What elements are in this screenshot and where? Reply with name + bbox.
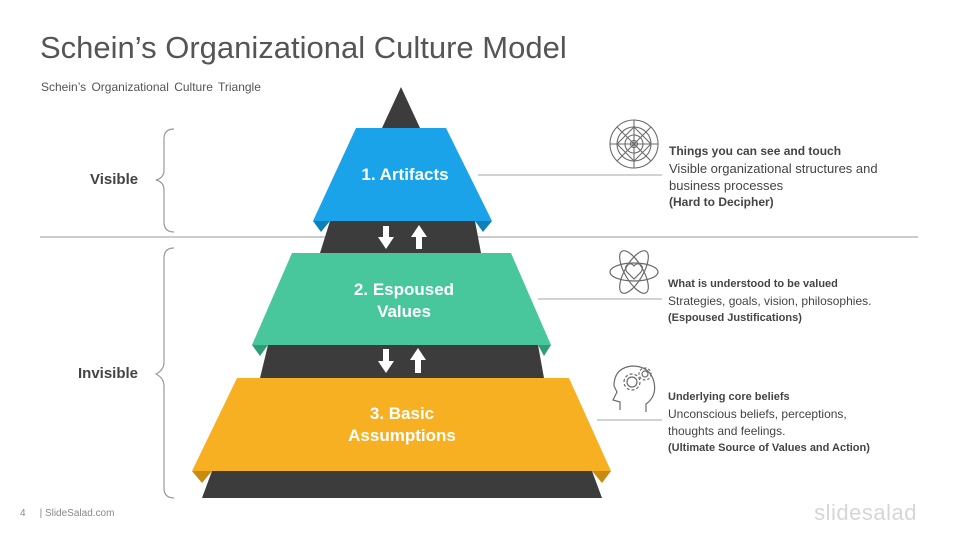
page-number: 4 <box>20 508 26 519</box>
basic-assumptions-description-note: (Ultimate Source of Values and Action) <box>668 442 870 454</box>
artifacts-description: Things you can see and touch Visible org… <box>669 143 919 211</box>
slide-title: Schein’s Organizational Culture Model <box>40 30 567 65</box>
artifacts-description-heading: Things you can see and touch <box>669 144 842 158</box>
artifacts-level-shape <box>313 128 492 221</box>
artifacts-description-body: Visible organizational structures and bu… <box>669 161 878 193</box>
espoused-values-description-note: (Espoused Justifications) <box>668 312 802 324</box>
brand-logo: slidesalad <box>814 500 917 525</box>
espoused-values-label-line2: Values <box>377 302 431 321</box>
down-arrow-icon <box>378 349 394 373</box>
visible-label: Visible <box>90 171 139 188</box>
espoused-values-label-line1: 2. Espoused <box>354 280 454 299</box>
head-gear-icon <box>612 365 656 412</box>
artifacts-level-label: 1. Artifacts <box>361 165 448 184</box>
basic-assumptions-level-shadow-right <box>592 471 611 483</box>
basic-assumptions-description: Underlying core beliefs Unconscious beli… <box>668 389 873 457</box>
footer-website: | SlideSalad.com <box>39 508 115 519</box>
up-arrow-icon <box>411 225 427 249</box>
atom-heart-icon <box>609 250 659 294</box>
slide-subtitle: Schein’s Organizational Culture Triangle <box>41 80 261 94</box>
pyramid-level-basic-assumptions: 3. Basic Assumptions <box>192 378 611 483</box>
pyramid-apex <box>382 87 420 128</box>
basic-assumptions-description-heading: Underlying core beliefs <box>668 391 790 403</box>
pyramid-base <box>202 471 602 498</box>
arrows-artifacts-values <box>378 225 427 249</box>
basic-assumptions-label-line1: 3. Basic <box>370 404 434 423</box>
down-arrow-icon <box>378 226 394 249</box>
mandala-icon <box>609 119 659 169</box>
visible-brace <box>155 128 175 233</box>
espoused-values-level-shadow-right <box>538 345 551 356</box>
espoused-values-description-body: Strategies, goals, vision, philosophies. <box>668 294 872 308</box>
slide-footer: 4 | SlideSalad.com <box>20 508 114 519</box>
artifacts-level-shadow <box>313 221 330 232</box>
espoused-values-level-shape <box>252 253 551 345</box>
pyramid-band-1 <box>320 221 481 253</box>
pyramid-level-artifacts: 1. Artifacts <box>313 128 492 232</box>
espoused-values-description: What is understood to be valued Strategi… <box>668 276 918 327</box>
pyramid-level-espoused-values: 2. Espoused Values <box>252 253 551 356</box>
basic-assumptions-level-shadow <box>192 471 212 483</box>
basic-assumptions-label-line2: Assumptions <box>348 426 456 445</box>
espoused-values-description-heading: What is understood to be valued <box>668 278 838 290</box>
artifacts-description-note: (Hard to Decipher) <box>669 195 774 209</box>
basic-assumptions-description-body: Unconscious beliefs, perceptions, though… <box>668 407 847 438</box>
basic-assumptions-level-shape <box>192 378 611 471</box>
artifacts-level-shadow-right <box>475 221 492 232</box>
up-arrow-icon <box>410 348 426 373</box>
pyramid-band-2 <box>260 345 544 378</box>
invisible-brace <box>154 247 175 499</box>
arrows-values-assumptions <box>378 348 426 373</box>
invisible-label: Invisible <box>78 365 139 382</box>
espoused-values-level-shadow <box>252 345 268 356</box>
